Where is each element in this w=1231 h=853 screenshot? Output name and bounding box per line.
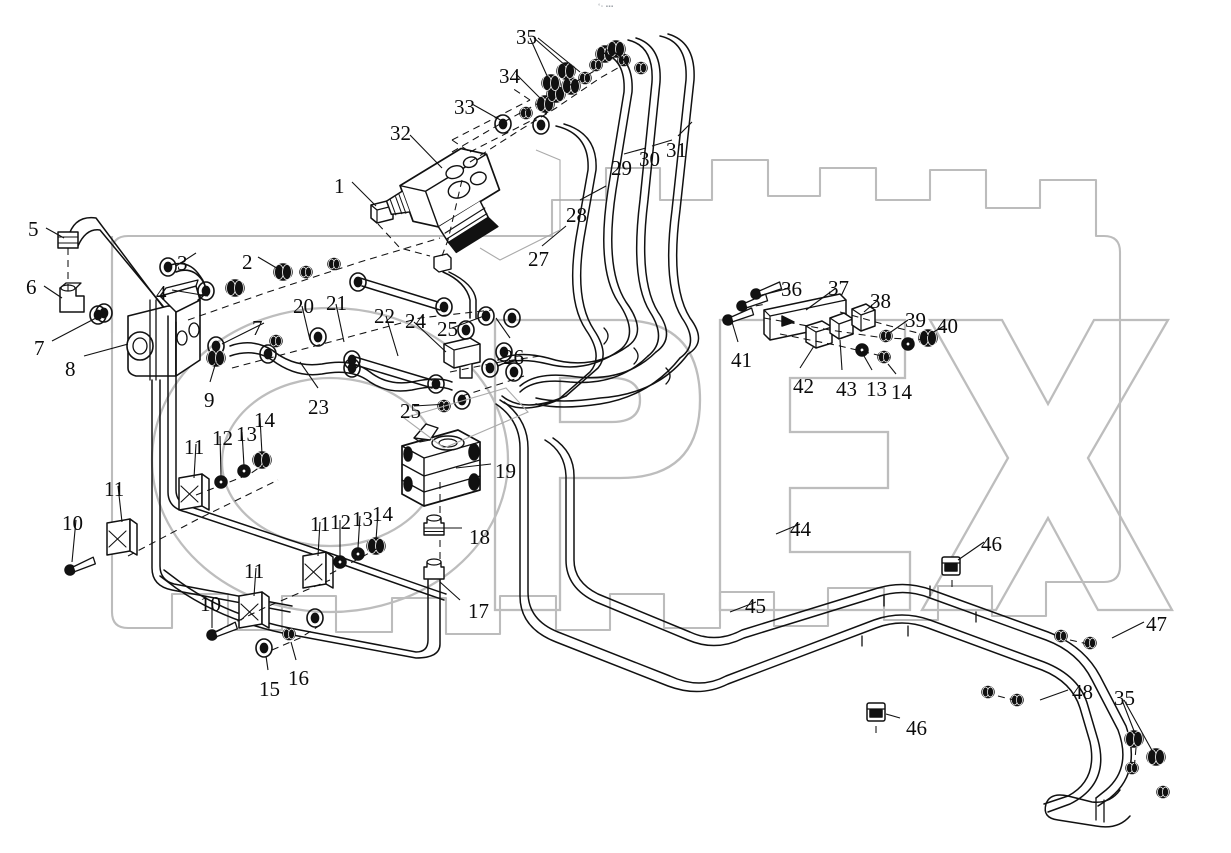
callout-25a: 25	[437, 317, 458, 341]
callout-45: 45	[745, 594, 766, 618]
callout-20: 20	[293, 294, 314, 318]
callout-12a: 12	[212, 426, 233, 450]
callout-37: 37	[828, 276, 849, 300]
callout-10a: 10	[62, 511, 83, 535]
callout-6: 6	[26, 275, 37, 299]
callout-48: 48	[1072, 680, 1093, 704]
callout-4: 4	[156, 281, 167, 305]
callout-13c: 13	[866, 377, 887, 401]
callout-34: 34	[499, 64, 520, 88]
callout-44: 44	[790, 517, 811, 541]
callout-11c: 11	[310, 512, 331, 536]
callout-47: 47	[1146, 612, 1167, 636]
callout-42: 42	[793, 374, 814, 398]
callout-29: 29	[611, 156, 632, 180]
callout-18: 18	[469, 525, 490, 549]
callout-27: 27	[528, 247, 549, 271]
callout-14a: 14	[254, 408, 275, 432]
callout-14c: 14	[891, 380, 912, 404]
callout-10b: 10	[200, 592, 221, 616]
callout-30: 30	[639, 147, 660, 171]
callout-19: 19	[495, 459, 516, 483]
callout-8: 8	[65, 357, 76, 381]
callout-36: 36	[781, 277, 802, 301]
callout-26: 26	[503, 345, 524, 369]
callout-13b: 13	[352, 507, 373, 531]
callout-33: 33	[454, 95, 475, 119]
callout-31: 31	[666, 138, 687, 162]
callout-21: 21	[326, 291, 347, 315]
callout-35b: 35	[1114, 686, 1135, 710]
callout-17: 17	[468, 599, 489, 623]
callout-5: 5	[28, 217, 39, 241]
callout-23: 23	[308, 395, 329, 419]
callout-11b: 11	[184, 435, 205, 459]
callout-35a: 35	[516, 25, 537, 49]
callout-12b: 12	[330, 510, 351, 534]
callout-7a: 7	[34, 336, 45, 360]
callout-39: 39	[905, 308, 926, 332]
callout-32: 32	[390, 121, 411, 145]
callout-16: 16	[288, 666, 309, 690]
callout-14b: 14	[372, 502, 393, 526]
callout-38: 38	[870, 289, 891, 313]
callout-11d: 11	[244, 559, 265, 583]
callout-9: 9	[204, 388, 215, 412]
callout-3: 3	[177, 251, 188, 275]
callout-28: 28	[566, 203, 587, 227]
callout-41: 41	[731, 348, 752, 372]
callout-2: 2	[242, 250, 253, 274]
callout-7b: 7	[252, 316, 263, 340]
callout-40: 40	[937, 314, 958, 338]
corner-mark: °▫ ▪▪▪	[598, 4, 614, 10]
callout-1: 1	[334, 174, 345, 198]
callout-13a: 13	[236, 422, 257, 446]
callout-46a: 46	[981, 532, 1002, 556]
callout-24: 24	[405, 309, 426, 333]
callout-22: 22	[374, 304, 395, 328]
callout-11a: 11	[104, 477, 125, 501]
callout-15: 15	[259, 677, 280, 701]
callout-43: 43	[836, 377, 857, 401]
callout-25b: 25	[400, 399, 421, 423]
callout-46b: 46	[906, 716, 927, 740]
